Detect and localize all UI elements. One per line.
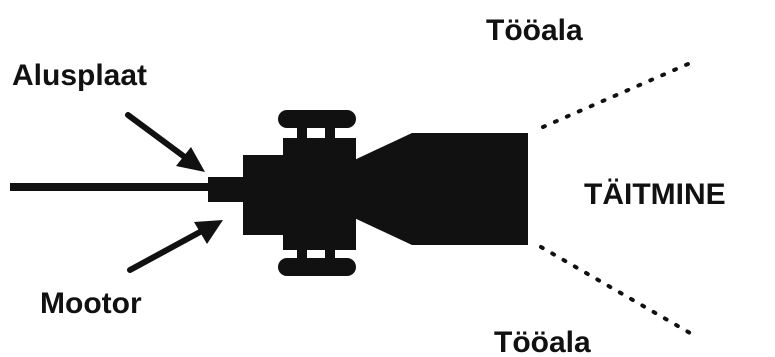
base-plate-arrow-head xyxy=(176,147,205,172)
top-pad-stem-right xyxy=(325,126,335,140)
motor-body xyxy=(283,138,356,250)
base-plate-label: Alusplaat xyxy=(12,59,147,92)
motor-housing xyxy=(243,155,288,235)
motor-label: Mootor xyxy=(40,287,142,320)
work-area-top-label: Tööala xyxy=(486,14,583,47)
bottom-pad-stem-right xyxy=(325,248,335,260)
spray-boundary-bottom xyxy=(539,245,692,335)
shaft-line xyxy=(10,183,210,191)
top-pad xyxy=(278,110,356,128)
nozzle-head xyxy=(350,133,528,245)
motor-arrow-head xyxy=(194,220,223,244)
base-plate-arrow-shaft xyxy=(125,112,189,161)
bottom-pad-stem-left xyxy=(297,248,307,260)
fill-label: TÄITMINE xyxy=(584,178,726,211)
work-area-bottom-label: Tööala xyxy=(494,326,591,357)
motor-arrow-shaft xyxy=(127,229,203,273)
bottom-pad xyxy=(278,258,356,276)
coupling xyxy=(208,177,248,202)
spray-boundary-top xyxy=(541,62,690,129)
top-pad-stem-left xyxy=(297,126,307,140)
